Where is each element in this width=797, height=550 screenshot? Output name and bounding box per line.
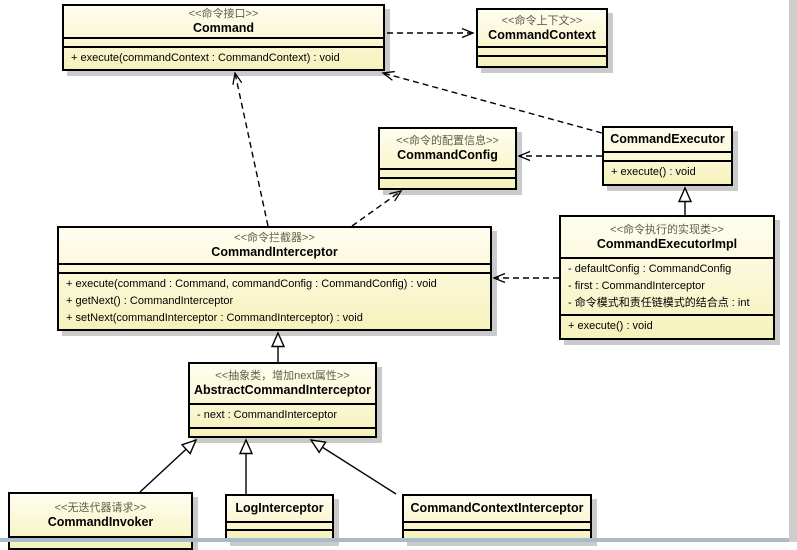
class-commandinterceptor-attributes [59, 263, 490, 272]
class-abstractcommandinterceptor-stereotype: <<抽象类，增加next属性>> [215, 370, 350, 382]
class-commandcontextinterceptor-header: CommandContextInterceptor [404, 496, 590, 521]
class-commandinvoker-stereotype: <<无迭代器请求>> [54, 501, 147, 514]
class-commandexecutorimpl-stereotype: <<命令执行的实现类>> [610, 223, 724, 236]
class-commandconfig-header: <<命令的配置信息>> CommandConfig [380, 129, 515, 168]
attribute: - next : CommandInterceptor [197, 409, 338, 421]
class-command-stereotype: <<命令接口>> [188, 8, 259, 20]
generalization-commandinvoker-to-abstractcommandinterceptor[interactable] [139, 440, 196, 493]
class-commandcontext-attributes [478, 46, 606, 55]
class-commandinterceptor-stereotype: <<命令拦截器>> [234, 232, 315, 244]
class-abstractcommandinterceptor[interactable]: <<抽象类，增加next属性>> AbstractCommandIntercep… [188, 362, 377, 438]
canvas-edge-bottom [0, 538, 789, 542]
class-abstractcommandinterceptor-name: AbstractCommandInterceptor [193, 383, 372, 397]
dependency-commandinterceptor-to-commandconfig[interactable] [351, 190, 403, 227]
class-commandcontext-header: <<命令上下文>> CommandContext [478, 10, 606, 46]
class-command-header: <<命令接口>> Command [64, 6, 383, 37]
class-commandconfig-attributes [380, 168, 515, 177]
generalization-commandcontextinterceptor-to-abstractcommandinterceptor[interactable] [311, 440, 397, 495]
attribute: - 命令模式和责任链模式的结合点 : int [568, 297, 750, 309]
class-commandcontextinterceptor-name: CommandContextInterceptor [410, 501, 584, 515]
class-commandcontext-name: CommandContext [488, 27, 596, 42]
class-loginterceptor-name: LogInterceptor [235, 501, 324, 515]
class-command[interactable]: <<命令接口>> Command + execute(commandContex… [62, 4, 385, 71]
class-commandinvoker-name: CommandInvoker [47, 514, 154, 529]
class-commandcontextinterceptor-attributes [404, 521, 590, 529]
class-commandinterceptor-methods: + execute(command : Command, commandConf… [59, 272, 490, 329]
class-commandcontext-stereotype: <<命令上下文>> [501, 14, 583, 27]
class-commandinterceptor-header: <<命令拦截器>> CommandInterceptor [59, 228, 490, 263]
method: + execute() : void [568, 320, 653, 332]
class-commandconfig-name: CommandConfig [397, 148, 498, 162]
method: + execute(command : Command, commandConf… [66, 278, 437, 290]
class-commandexecutor-attributes [604, 151, 731, 160]
class-abstractcommandinterceptor-header: <<抽象类，增加next属性>> AbstractCommandIntercep… [190, 364, 375, 403]
class-abstractcommandinterceptor-methods [190, 427, 375, 436]
class-commandcontextinterceptor[interactable]: CommandContextInterceptor [402, 494, 592, 541]
class-commandexecutorimpl-header: <<命令执行的实现类>> CommandExecutorImpl [561, 217, 773, 257]
class-commandinterceptor-name: CommandInterceptor [211, 245, 338, 259]
attribute: - first : CommandInterceptor [568, 280, 705, 292]
class-loginterceptor-attributes [227, 521, 332, 529]
class-commandexecutor[interactable]: CommandExecutor + execute() : void [602, 126, 733, 186]
class-commandconfig-stereotype: <<命令的配置信息>> [396, 135, 499, 147]
class-commandcontextinterceptor-methods [404, 529, 590, 539]
class-commandexecutor-header: CommandExecutor [604, 128, 731, 151]
attribute: - defaultConfig : CommandConfig [568, 263, 732, 275]
class-commandexecutor-methods: + execute() : void [604, 160, 731, 184]
class-loginterceptor[interactable]: LogInterceptor [225, 494, 334, 541]
dependency-commandexecutor-to-command[interactable] [381, 70, 603, 134]
method: + execute(commandContext : CommandContex… [71, 52, 340, 64]
class-commandconfig-methods [380, 177, 515, 188]
class-commandcontext-methods [478, 55, 606, 66]
class-commandexecutor-name: CommandExecutor [610, 132, 725, 146]
method: + setNext(commandInterceptor : CommandIn… [66, 312, 363, 324]
class-commandinvoker-attributes [10, 536, 191, 548]
dependency-commandinterceptor-to-command[interactable] [232, 71, 269, 227]
class-commandexecutorimpl-name: CommandExecutorImpl [596, 236, 738, 251]
class-commandinvoker-header: <<无迭代器请求>> CommandInvoker [10, 494, 191, 536]
class-command-name: Command [192, 21, 255, 35]
class-commandexecutorimpl-methods: + execute() : void [561, 314, 773, 338]
class-commandexecutorimpl-attributes: - defaultConfig : CommandConfig - first … [561, 257, 773, 314]
method: + execute() : void [611, 166, 696, 178]
method: + getNext() : CommandInterceptor [66, 295, 234, 307]
class-commandexecutorimpl[interactable]: <<命令执行的实现类>> CommandExecutorImpl - defau… [559, 215, 775, 340]
canvas-edge-right [789, 0, 797, 542]
class-loginterceptor-header: LogInterceptor [227, 496, 332, 521]
class-abstractcommandinterceptor-attributes: - next : CommandInterceptor [190, 403, 375, 427]
class-commandconfig[interactable]: <<命令的配置信息>> CommandConfig [378, 127, 517, 190]
class-command-attributes [64, 37, 383, 46]
class-command-methods: + execute(commandContext : CommandContex… [64, 46, 383, 69]
class-commandcontext[interactable]: <<命令上下文>> CommandContext [476, 8, 608, 68]
class-loginterceptor-methods [227, 529, 332, 539]
class-commandinterceptor[interactable]: <<命令拦截器>> CommandInterceptor + execute(c… [57, 226, 492, 331]
